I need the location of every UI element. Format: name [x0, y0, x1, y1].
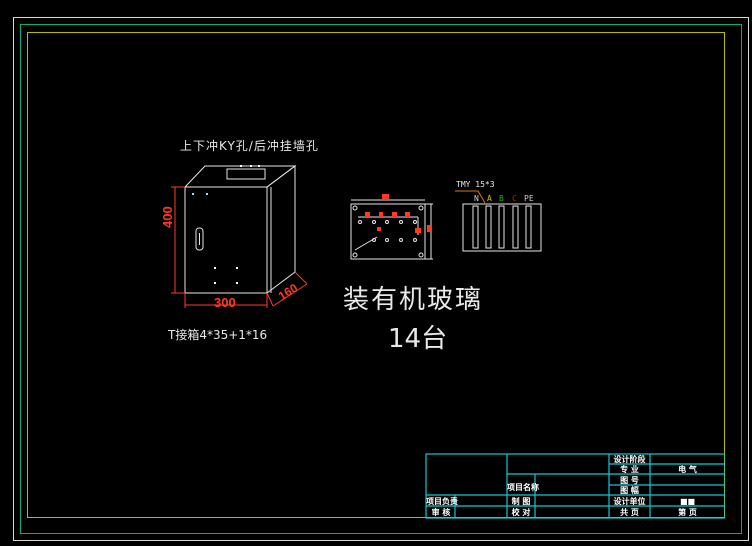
tb-checked: 校 对 [511, 508, 531, 517]
tb-page-value: 第 页 [678, 508, 697, 517]
middle-border [20, 24, 742, 534]
tb-design-unit-value: ■■ [679, 497, 696, 506]
tb-project-name: 项目名称 [507, 483, 539, 492]
busbar-detail [455, 190, 542, 252]
header-label: 上下冲KY孔/后冲挂墙孔 [180, 139, 319, 153]
phase-pe: PE [524, 194, 534, 203]
phase-n: N [474, 194, 479, 203]
wiring-label: TMY 15*3 [456, 180, 495, 189]
outer-border [13, 17, 749, 541]
note-line-1: 装有机玻璃 [343, 285, 484, 315]
tb-project-leader: 项目负责 [426, 497, 458, 506]
dimension-width: 300 [214, 295, 236, 310]
tb-drawn: 制 图 [511, 497, 531, 506]
tb-drawing-no: 图 号 [620, 476, 639, 485]
panel-detail [350, 194, 433, 260]
tb-discipline: 专 业 [620, 465, 639, 474]
tb-discipline-value: 电 气 [678, 465, 697, 474]
tb-design-unit: 设计单位 [613, 497, 646, 506]
phase-c: C [512, 194, 517, 203]
enclosure-drawing [171, 165, 308, 308]
drawing-border [27, 32, 725, 518]
tb-total-pages: 共 页 [620, 508, 639, 517]
phase-a: A [487, 194, 492, 203]
tb-sheet-size: 图 幅 [620, 486, 639, 495]
tb-design-stage: 设计阶段 [613, 455, 646, 464]
phase-b: B [499, 194, 504, 203]
note-line-2: 14台 [388, 324, 448, 354]
title-block [425, 453, 725, 519]
enclosure-caption: T接箱4*35+1*16 [168, 328, 268, 342]
tb-review: 审 核 [431, 508, 451, 517]
dimension-height: 400 [160, 206, 175, 228]
